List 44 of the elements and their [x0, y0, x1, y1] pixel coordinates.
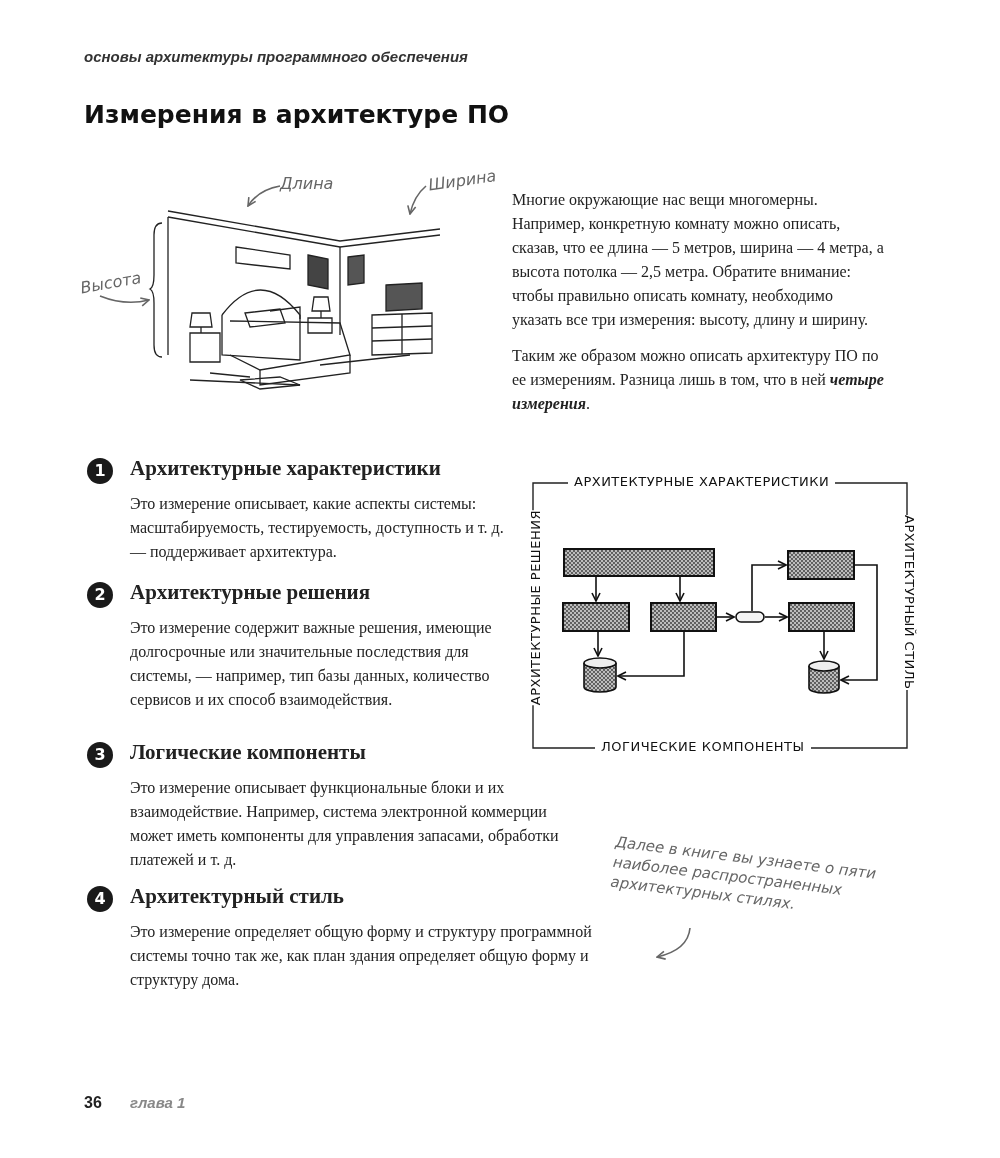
leader-arrow [656, 927, 691, 960]
process-box [563, 548, 715, 577]
number-badge: 2 [87, 582, 113, 608]
arrow [840, 564, 878, 685]
paragraph: Это измерение описывает функциональные блоки и их взаимодействие. Например, система электронной коммерции может иметь компоненты для управления запасами, обработки платежей и т. д. [130, 778, 560, 871]
arrow [593, 631, 603, 657]
arrow [751, 560, 787, 612]
process-box [787, 550, 855, 580]
section-heading: Архитектурные решения [130, 580, 372, 605]
paragraph: Таким же образом можно описать архитектуру ПО по ее измерениям. Разница лишь в том, что в ней четыре измерения. [512, 346, 884, 415]
page-number: 36 [84, 1094, 102, 1112]
dimension-label: Длина [280, 174, 350, 193]
process-box [650, 602, 717, 632]
paragraph: Многие окружающие нас вещи многомерны. Например, конкретную комнату можно описать, сказав, что ее длина — 5 метров, ширина — 4 метра, а высота потолка — 2,5 метра. Обратите внимание: чтобы правильно описать комнату, необходимо указать все три измерения: высоту, длину и ширину. [512, 190, 884, 331]
database-cylinder [583, 657, 617, 693]
arrow [716, 612, 735, 622]
arrow [591, 576, 601, 602]
arrow [617, 631, 685, 681]
paragraph: Это измерение описывает, какие аспекты системы: масштабируемость, тестируемость, доступность и т. д. — поддерживает архитектура. [130, 494, 504, 563]
arrow [675, 576, 685, 602]
arrow [819, 631, 829, 660]
number-badge: 1 [87, 458, 113, 484]
leader-arrow [99, 295, 150, 307]
dimension-label: Высота [78, 265, 157, 298]
queue-capsule [735, 611, 765, 623]
frame-label: ЛОГИЧЕСКИЕ КОМПОНЕНТЫ [595, 739, 811, 754]
number-badge: 3 [87, 742, 113, 768]
leader-arrow [247, 185, 281, 207]
dimension-label: Ширина [427, 164, 509, 195]
section-heading: Архитектурный стиль [130, 884, 345, 909]
section-heading: Архитектурные характеристики [130, 456, 442, 481]
database-cylinder [808, 660, 840, 694]
paragraph: Это измерение содержит важные решения, имеющие долгосрочные или значительные последствия для системы, — например, тип базы данных, количество сервисов и их способ взаимодействия. [130, 618, 493, 711]
page-title: Измерения в архитектуре ПО [84, 100, 510, 129]
number-badge: 4 [87, 886, 113, 912]
running-header: основы архитектуры программного обеспечения [84, 48, 469, 65]
process-box [562, 602, 630, 632]
arrow [764, 612, 788, 622]
leader-arrow [407, 185, 427, 215]
chapter-label: глава 1 [130, 1094, 186, 1111]
paragraph: Это измерение определяет общую форму и структуру программной системы точно так же, как план здания определяет общую форму и структуру дома. [130, 922, 593, 991]
process-box [788, 602, 855, 632]
section-heading: Логические компоненты [130, 740, 367, 765]
frame-label: АРХИТЕКТУРНЫЕ ХАРАКТЕРИСТИКИ [568, 474, 836, 489]
